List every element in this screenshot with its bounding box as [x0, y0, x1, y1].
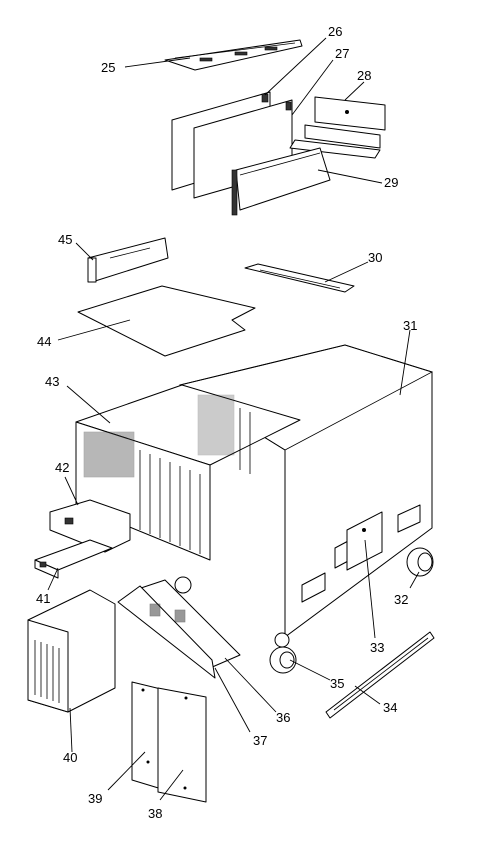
- part-28-bracket: [289, 96, 386, 159]
- callout-36: 36: [276, 710, 290, 725]
- callout-39: 39: [88, 791, 102, 806]
- callout-41: 41: [36, 591, 50, 606]
- part-41-drive-carrier: [34, 539, 113, 579]
- callout-43: 43: [45, 374, 59, 389]
- callout-40: 40: [63, 750, 77, 765]
- part-32-caster: [406, 547, 434, 577]
- part-30-guide-rail: [244, 263, 355, 293]
- callout-27: 27: [335, 46, 349, 61]
- part-35-caster: [269, 646, 297, 674]
- callout-33: 33: [370, 640, 384, 655]
- callout-30: 30: [368, 250, 382, 265]
- callout-31: 31: [403, 318, 417, 333]
- callout-42: 42: [55, 460, 69, 475]
- callout-37: 37: [253, 733, 267, 748]
- part-44-cover-sheet: [77, 285, 256, 357]
- part-42-drive-unit: [49, 499, 131, 553]
- callout-labels: 25 26 27 28 29 30 31 32 33 34 35 36 37 3…: [36, 24, 417, 821]
- part-40-power-supply: [27, 589, 116, 713]
- callout-32: 32: [394, 592, 408, 607]
- callout-34: 34: [383, 700, 397, 715]
- part-43-front-bay: [75, 384, 301, 561]
- part-45-bracket: [87, 237, 169, 283]
- part-38-filler-panel: [157, 687, 207, 803]
- callout-44: 44: [37, 334, 51, 349]
- chassis-casters: [174, 576, 290, 648]
- callout-26: 26: [328, 24, 342, 39]
- power-supply-vents: [34, 640, 60, 703]
- part-25-top-rail: [164, 39, 303, 71]
- part-29-adapter-card: [231, 147, 331, 216]
- callout-leaders: [47, 37, 420, 801]
- callout-29: 29: [384, 175, 398, 190]
- part-34-rail: [325, 631, 435, 719]
- part-37-board: [117, 585, 216, 679]
- bay-slots: [83, 431, 201, 554]
- callout-45: 45: [58, 232, 72, 247]
- callout-35: 35: [330, 676, 344, 691]
- callout-38: 38: [148, 806, 162, 821]
- callout-25: 25: [101, 60, 115, 75]
- callout-28: 28: [357, 68, 371, 83]
